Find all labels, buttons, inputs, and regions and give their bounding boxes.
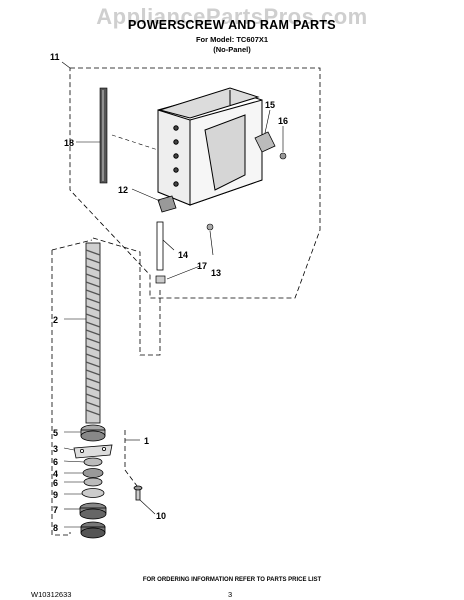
- callout-8: 8: [53, 523, 58, 533]
- callout-14: 14: [178, 250, 188, 260]
- motor-link-outline: [124, 430, 141, 491]
- ram-bin: [157, 87, 263, 206]
- callout-4: 4: [53, 469, 58, 479]
- bushing: [155, 275, 166, 284]
- ordering-note: FOR ORDERING INFORMATION REFER TO PARTS …: [142, 577, 322, 583]
- callout-10: 10: [156, 511, 166, 521]
- callout-17: 17: [197, 261, 207, 271]
- callout-6-lower: 6: [53, 478, 58, 488]
- callout-2: 2: [53, 315, 58, 325]
- ram-assembly-outline: [69, 67, 321, 299]
- variant-line: (No-Panel): [213, 45, 251, 54]
- screw: [206, 223, 214, 231]
- callout-7: 7: [53, 505, 58, 515]
- callout-13: 13: [211, 268, 221, 278]
- callout-18: 18: [64, 138, 74, 148]
- document-number: W10312633: [31, 590, 72, 599]
- callout-15: 15: [265, 100, 275, 110]
- powerscrew-link-outline: [92, 237, 161, 356]
- bracket: [254, 131, 276, 153]
- page-number: 3: [228, 590, 233, 599]
- nut: [279, 152, 287, 160]
- motor-screw: [133, 485, 143, 501]
- callout-9: 9: [53, 490, 58, 500]
- callout-5: 5: [53, 428, 58, 438]
- callout-3: 3: [53, 444, 58, 454]
- rod: [156, 221, 164, 271]
- callout-16: 16: [278, 116, 288, 126]
- powerscrew-assembly-outline: [51, 239, 93, 536]
- model-line: For Model: TC607X1: [195, 35, 269, 44]
- callout-6-upper: 6: [53, 457, 58, 467]
- gear-stack: [73, 424, 113, 539]
- clip: [157, 195, 177, 213]
- page-title: POWERSCREW AND RAM PARTS: [128, 18, 336, 32]
- watermark: AppliancePartsPros.com: [96, 4, 368, 29]
- callout-1: 1: [144, 436, 149, 446]
- powerscrew: [85, 242, 101, 424]
- callout-11: 11: [50, 52, 60, 62]
- callout-12: 12: [118, 185, 128, 195]
